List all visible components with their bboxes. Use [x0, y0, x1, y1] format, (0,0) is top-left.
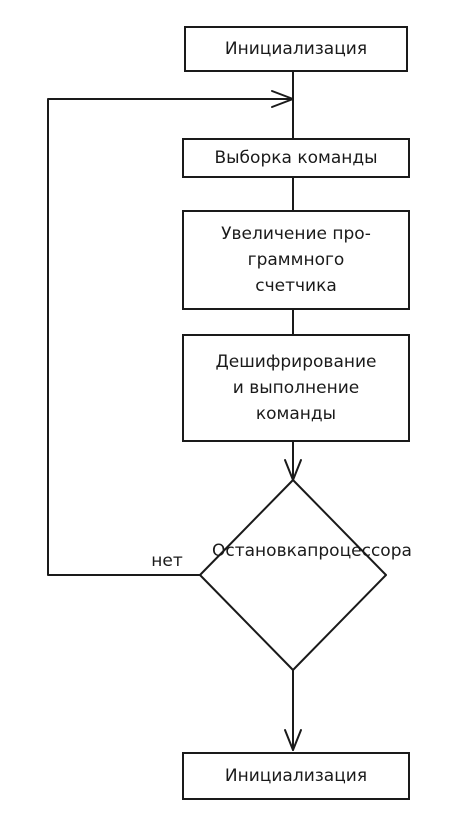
decode-box: Дешифрирование и выполнение команды — [182, 334, 410, 442]
fetch-box: Выборка команды — [182, 138, 410, 178]
edge-loop-back-no — [47, 98, 294, 576]
end-text: Инициализация — [225, 763, 367, 789]
decode-text-line: и выполнение — [232, 378, 360, 398]
decision-diamond — [199, 479, 387, 671]
decode-text-line: Дешифрирование — [215, 352, 377, 372]
arrowhead-loop-back — [271, 90, 294, 108]
increment-text: Увеличение про-граммного счетчика — [221, 221, 371, 299]
end-box: Инициализация — [182, 752, 410, 800]
decode-text: Дешифрирование и выполнение команды — [216, 349, 377, 427]
increment-text-line: граммного — [247, 250, 345, 270]
end-text-line: Инициализация — [224, 766, 368, 786]
increment-box: Увеличение про-граммного счетчика — [182, 210, 410, 310]
fetch-text-line: Выборка команды — [214, 148, 378, 168]
decision-text-line: процессора — [307, 541, 412, 561]
start-text-line: Инициализация — [224, 39, 368, 59]
decision-text: Остановкапроцессора — [212, 540, 412, 562]
decision-label: Остановкапроцессора — [212, 540, 412, 562]
no-branch-label: нет — [151, 551, 183, 571]
increment-text-line: Увеличение про- — [221, 224, 371, 244]
start-text: Инициализация — [225, 36, 367, 62]
fetch-text: Выборка команды — [214, 145, 377, 171]
start-box: Инициализация — [184, 26, 408, 72]
arrowhead-end-in — [284, 729, 302, 751]
increment-text-line: счетчика — [255, 276, 337, 296]
decode-text-line: команды — [255, 404, 337, 424]
decision-text-line: Остановка — [212, 541, 308, 561]
